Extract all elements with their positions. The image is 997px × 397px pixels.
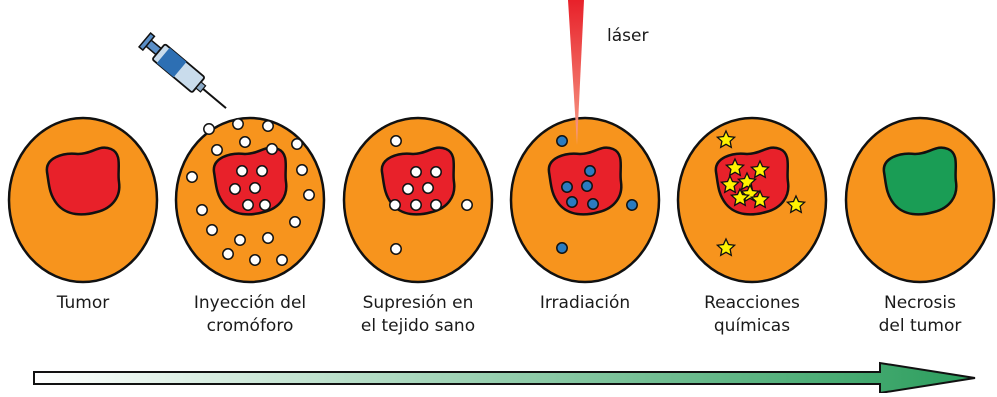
chromophore-dot xyxy=(232,118,244,130)
stage-cell-1 xyxy=(7,116,159,284)
chromophore-dot xyxy=(276,254,288,266)
star-icon xyxy=(749,159,771,179)
chromophore-dot xyxy=(259,199,271,211)
chromophore-dot xyxy=(239,136,251,148)
chromophore-dot xyxy=(186,171,198,183)
chromophore-dot xyxy=(236,165,248,177)
stage-cell-4 xyxy=(509,116,661,284)
syringe-icon xyxy=(137,32,227,109)
stage-label-6-line-2: del tumor xyxy=(878,316,962,336)
chromophore-dot xyxy=(430,166,442,178)
stage-label-1-line-1: Tumor xyxy=(56,293,110,313)
stage-label-2-line-2: cromóforo xyxy=(206,316,294,336)
stage-label-6-line-1: Necrosis xyxy=(884,293,956,313)
chromophore-dot xyxy=(206,224,218,236)
stage-label-2-line-1: Inyección del xyxy=(193,293,307,313)
star-icon xyxy=(749,189,771,209)
star-icon xyxy=(736,171,758,191)
chromophore-dot xyxy=(626,199,638,211)
chromophore-dot xyxy=(296,164,308,176)
chromophore-dot xyxy=(556,242,568,254)
stage-label-3-line-2: el tejido sano xyxy=(360,316,476,336)
process-arrow-icon xyxy=(33,361,976,395)
chromophore-dot xyxy=(556,135,568,147)
chromophore-dot xyxy=(249,254,261,266)
chromophore-dot xyxy=(587,198,599,210)
star-icon xyxy=(719,174,741,194)
tumor xyxy=(45,146,121,216)
stage-cell-2 xyxy=(174,116,326,284)
chromophore-dot xyxy=(390,135,402,147)
star-icon xyxy=(729,187,751,207)
chromophore-dot xyxy=(256,165,268,177)
chromophore-dot xyxy=(422,182,434,194)
chromophore-dot xyxy=(402,183,414,195)
stage-label-3-line-1: Supresión en xyxy=(362,293,474,313)
syringe-needle xyxy=(202,88,227,109)
star-icon xyxy=(715,237,737,257)
chromophore-dot xyxy=(222,248,234,260)
chromophore-dot xyxy=(566,196,578,208)
chromophore-dot xyxy=(303,189,315,201)
chromophore-dot xyxy=(266,143,278,155)
chromophore-dot xyxy=(249,182,261,194)
stage-cell-6 xyxy=(844,116,996,284)
chromophore-dot xyxy=(262,232,274,244)
syringe-plunger-cap xyxy=(137,32,156,52)
star-icon xyxy=(715,129,737,149)
chromophore-dot xyxy=(561,181,573,193)
stage-cell-3 xyxy=(342,116,494,284)
syringe-liquid xyxy=(156,47,187,78)
chromophore-dot xyxy=(242,199,254,211)
chromophore-dot xyxy=(389,199,401,211)
chromophore-dot xyxy=(461,199,473,211)
necrotic-tumor xyxy=(882,146,958,216)
chromophore-dot xyxy=(234,234,246,246)
chromophore-dot xyxy=(410,199,422,211)
tumor xyxy=(212,146,288,216)
chromophore-dot xyxy=(211,144,223,156)
laser-label: láser xyxy=(607,26,649,46)
star-icon xyxy=(724,157,746,177)
stage-cell-5 xyxy=(676,116,828,284)
chromophore-dot xyxy=(203,123,215,135)
stage-label-5-line-1: Reacciones xyxy=(704,293,800,313)
chromophore-dot xyxy=(410,166,422,178)
chromophore-dot xyxy=(196,204,208,216)
chromophore-dot xyxy=(430,199,442,211)
chromophore-dot xyxy=(291,138,303,150)
chromophore-dot xyxy=(584,165,596,177)
star-icon xyxy=(785,194,807,214)
stage-label-4-line-1: Irradiación xyxy=(539,293,631,313)
chromophore-dot xyxy=(262,120,274,132)
laser-beam-icon xyxy=(568,0,584,145)
chromophore-dot xyxy=(229,183,241,195)
stage-label-5-line-2: químicas xyxy=(713,316,791,336)
chromophore-dot xyxy=(289,216,301,228)
chromophore-dot xyxy=(581,180,593,192)
chromophore-dot xyxy=(390,243,402,255)
